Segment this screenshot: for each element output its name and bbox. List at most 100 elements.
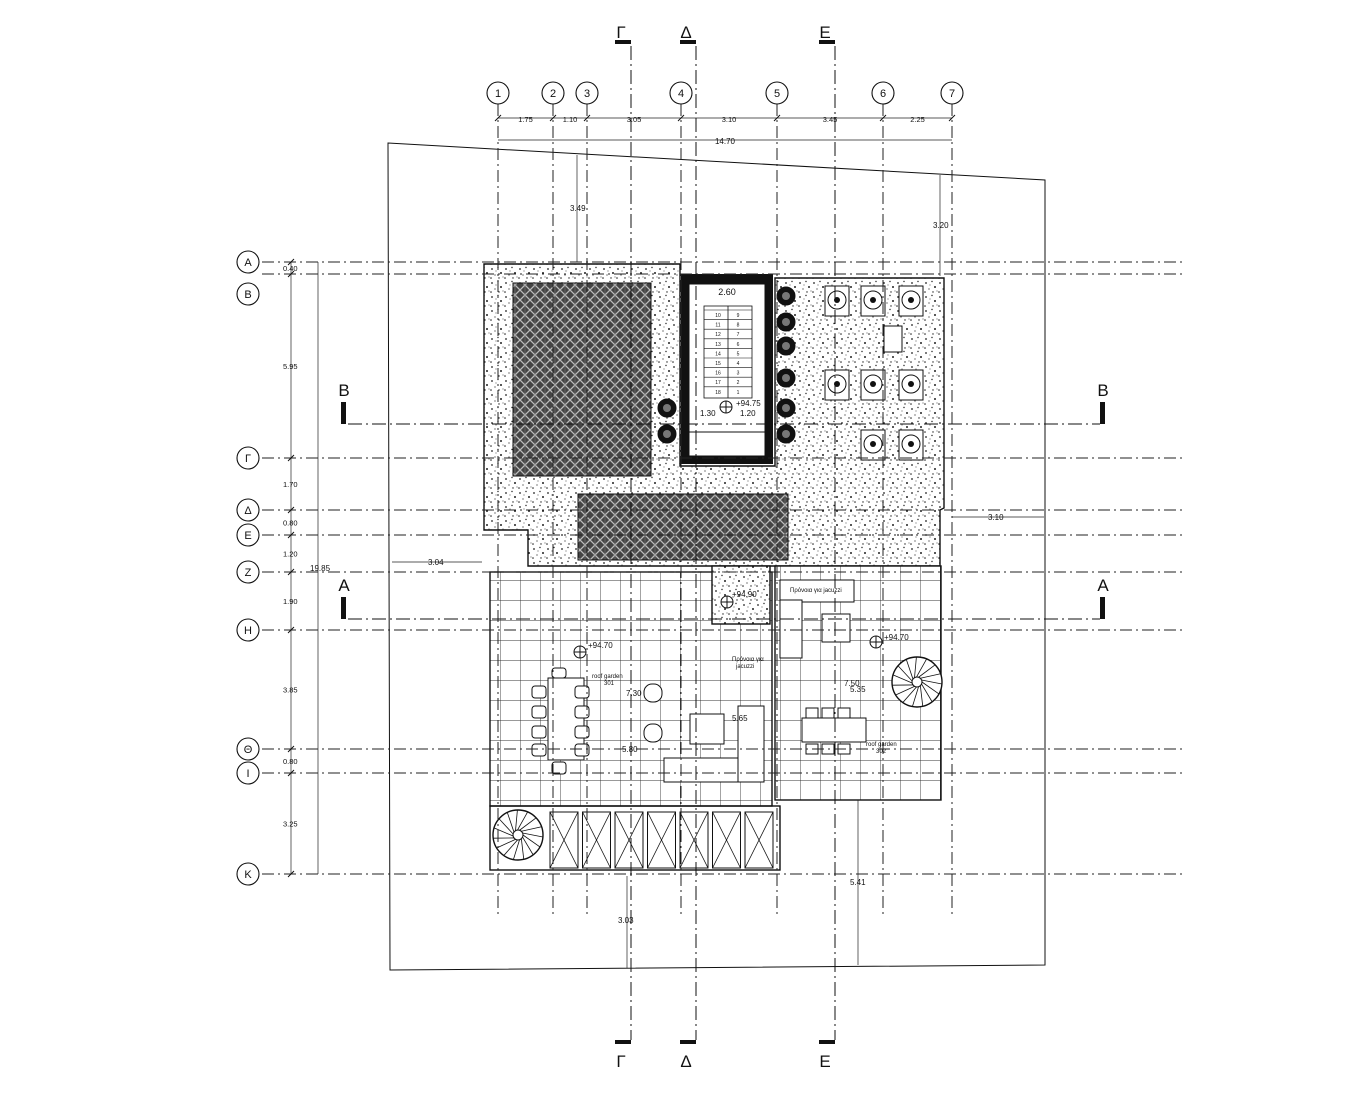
stair-step-number: 2 — [737, 380, 740, 386]
row-bubble-label: Ι — [246, 768, 249, 780]
total-width-dim: 14.70 — [715, 137, 736, 146]
section-label-bottom: Ε — [819, 1052, 830, 1071]
column-bubble-1 — [486, 81, 510, 105]
stair-step-number: 5 — [737, 351, 740, 357]
column-bubble-label: 3 — [584, 88, 590, 100]
row-bubble-label: Ζ — [245, 567, 252, 579]
rooftop-equipment — [657, 285, 924, 461]
column-bubble-5 — [765, 81, 789, 105]
right-garden-number: 302 — [876, 749, 887, 755]
row-bubble-label: Γ — [245, 453, 251, 465]
row-spacing-dim: 0.80 — [283, 757, 298, 766]
column-bubble-label: 5 — [774, 88, 780, 100]
row-dimension-chain: 0.405.951.700.801.201.903.850.803.25 — [283, 258, 298, 878]
left-setback: 3.04 — [428, 558, 444, 567]
section-label-top: Ε — [819, 23, 830, 42]
top-left-setback: 3.49 — [570, 204, 586, 213]
stair-step-number: 1 — [737, 390, 740, 396]
left-garden-level: +94.70 — [588, 641, 613, 650]
column-bubble-4 — [669, 81, 693, 105]
column-bubble-label: 4 — [678, 88, 684, 100]
row-bubble-Η — [236, 618, 260, 642]
jacuzzi-note: Πρόνοια για jacuzzi — [790, 587, 842, 594]
row-bubble-label: Η — [244, 625, 252, 637]
stair-step-number: 12 — [715, 332, 721, 338]
column-bubble-6 — [871, 81, 895, 105]
row-spacing-dim: 0.40 — [283, 264, 298, 273]
column-spacing-dim: 1.75 — [518, 115, 533, 124]
row-bubble-Ζ — [236, 560, 260, 584]
right-setback: 3.10 — [988, 513, 1004, 522]
level-symbols — [573, 400, 883, 659]
stair-width-dim: 2.60 — [718, 287, 736, 297]
row-spacing-dim: 5.95 — [283, 362, 298, 371]
small-room — [711, 565, 771, 625]
stair-level: +94.75 — [736, 399, 761, 408]
row-bubble-label: Β — [244, 289, 251, 301]
stair-step-number: 4 — [737, 361, 740, 367]
top-right-setback: 3.20 — [933, 221, 949, 230]
stair-step-number: 14 — [715, 351, 721, 357]
right-garden-level: +94.70 — [884, 633, 909, 642]
section-label-left: Α — [338, 576, 350, 595]
row-spacing-dim: 3.25 — [283, 820, 298, 829]
column-spacing-dim: 3.05 — [627, 115, 642, 124]
row-spacing-dim: 0.80 — [283, 519, 298, 528]
planter-hatched-2 — [577, 493, 789, 561]
row-spacing-dim: 3.85 — [283, 686, 298, 695]
section-label-bottom: Γ — [616, 1052, 625, 1071]
left-garden-number: 301 — [604, 681, 615, 687]
bottom-planters — [549, 811, 774, 869]
room-dim-2: 5.65 — [732, 714, 748, 723]
bottom-right-setback: 5.41 — [850, 878, 866, 887]
stair-step-number: 8 — [737, 323, 740, 329]
stair-step-number: 18 — [715, 390, 721, 396]
row-bubble-Γ — [236, 446, 260, 470]
row-bubble-label: Δ — [244, 505, 252, 517]
spiral-stair-right — [891, 656, 943, 708]
section-label-right: Β — [1097, 381, 1108, 400]
column-spacing-dim: 3.45 — [823, 115, 838, 124]
column-spacing-dim: 2.25 — [910, 115, 925, 124]
row-bubble-Θ — [236, 737, 260, 761]
left-garden-name: roof garden — [592, 674, 623, 680]
row-bubble-Κ — [236, 862, 260, 886]
column-bubble-7 — [940, 81, 964, 105]
stair-step-number: 6 — [737, 342, 740, 348]
section-label-left: Β — [338, 381, 349, 400]
bottom-strip — [489, 805, 781, 871]
stair-landing-left-dim: 1.30 — [700, 409, 716, 418]
column-bubble-label: 1 — [495, 88, 501, 100]
row-bubble-Ε — [236, 523, 260, 547]
dining-table-left — [531, 667, 590, 775]
stair-step-number: 15 — [715, 361, 721, 367]
stair-step-number: 10 — [715, 313, 721, 319]
row-bubble-label: Ε — [244, 530, 251, 542]
row-spacing-dim: 1.70 — [283, 480, 298, 489]
right-garden-name: roof garden — [866, 742, 897, 748]
stair-step-number: 16 — [715, 371, 721, 377]
row-bubble-Β — [236, 282, 260, 306]
stair-step-number: 17 — [715, 380, 721, 386]
column-bubble-2 — [541, 81, 565, 105]
column-bubble-3 — [575, 81, 599, 105]
column-bubble-label: 2 — [550, 88, 556, 100]
jacuzzi-note-2: Πρόνοια για — [732, 656, 764, 663]
room-dim-4: 7.50 — [844, 679, 860, 688]
column-grid-lines — [497, 104, 953, 918]
stair-step-number: 9 — [737, 313, 740, 319]
stair-step-number: 11 — [715, 323, 720, 329]
column-spacing-dim: 1.10 — [563, 115, 578, 124]
column-bubble-label: 6 — [880, 88, 886, 100]
section-label-top: Γ — [616, 23, 625, 42]
column-spacing-dim: 3.10 — [722, 115, 737, 124]
spiral-stair-left — [492, 809, 544, 861]
row-spacing-dim: 1.90 — [283, 597, 298, 606]
planter-hatched-1 — [512, 282, 652, 477]
